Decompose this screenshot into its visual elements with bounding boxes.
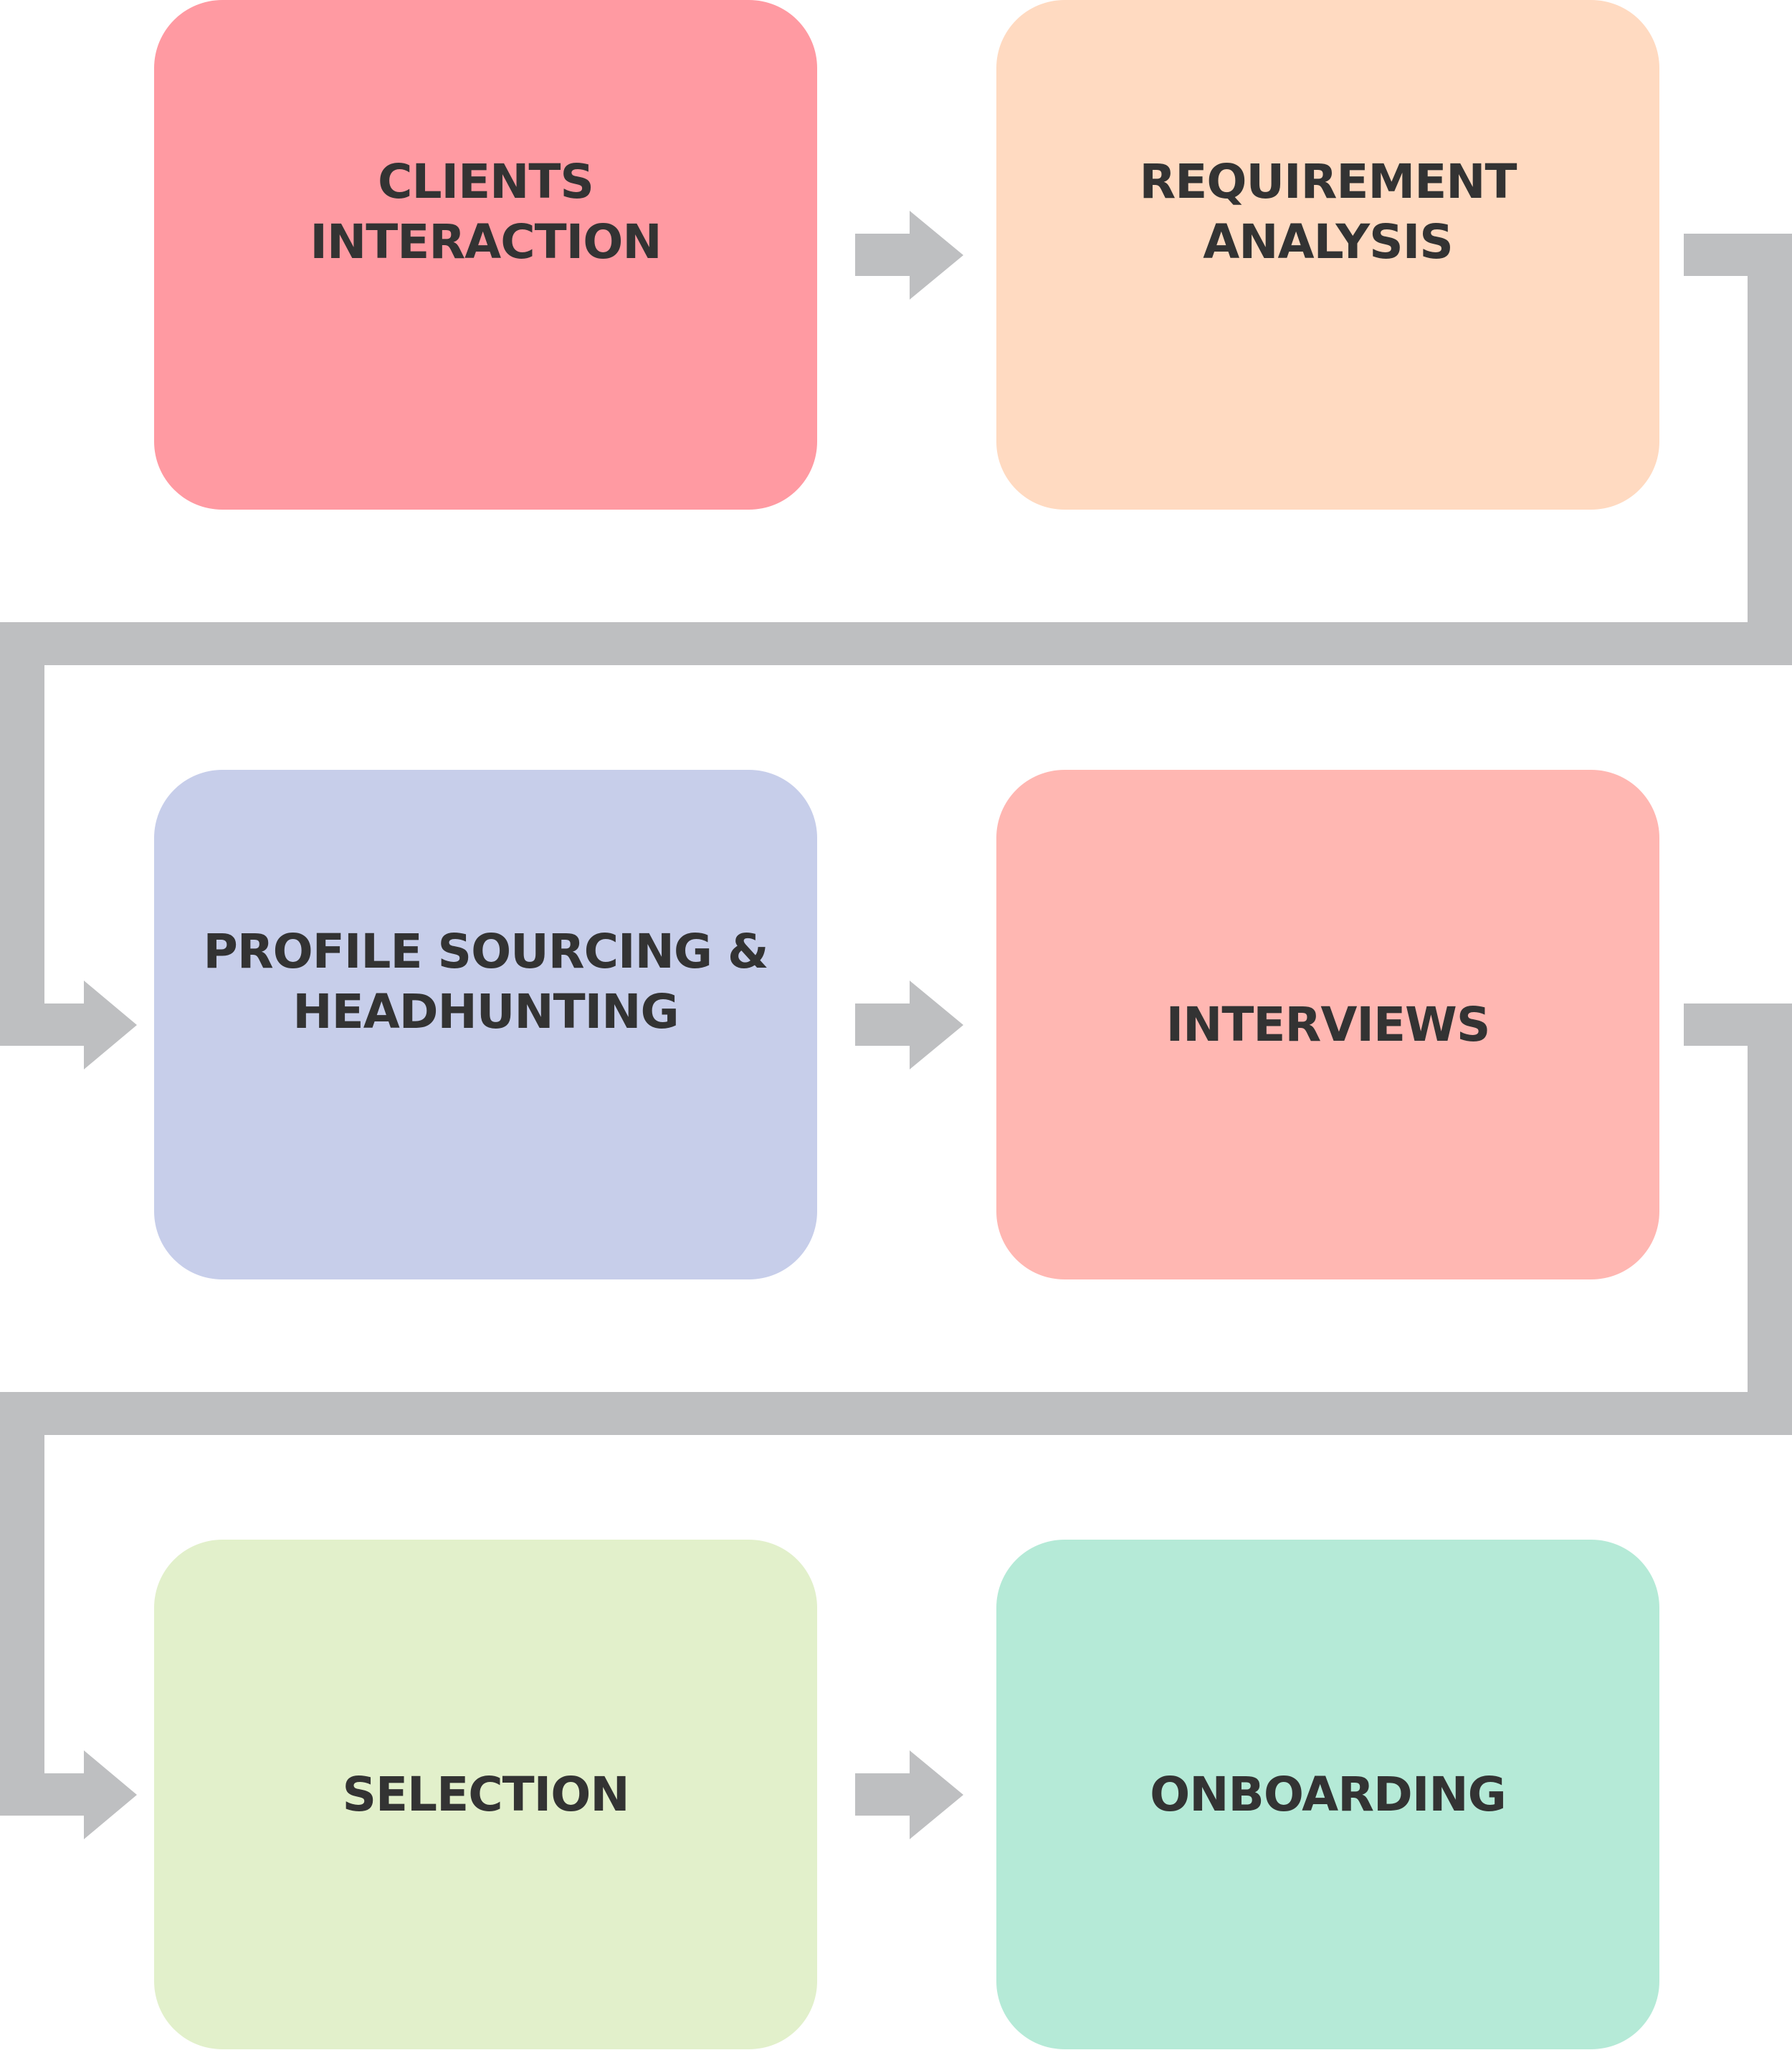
step-label: SELECTION: [342, 1766, 629, 1822]
arrow-step5-to-step6: [855, 1750, 963, 1839]
step-label: INTERVIEWS: [1166, 996, 1491, 1052]
step-onboarding: ONBOARDING: [996, 1540, 1659, 2049]
step-label: CLIENTS INTERACTION: [310, 153, 662, 270]
step-interviews: INTERVIEWS: [996, 770, 1659, 1279]
arrow-step3-to-step4: [855, 981, 963, 1069]
step-requirement-analysis: REQUIREMENT ANALYSIS: [996, 0, 1659, 510]
connector-step4-to-step5: [0, 1003, 1792, 1839]
step-selection: SELECTION: [154, 1540, 817, 2049]
step-label: REQUIREMENT ANALYSIS: [1139, 153, 1517, 270]
connector-step2-to-step3: [0, 234, 1792, 1069]
step-profile-sourcing: PROFILE SOURCING & HEADHUNTING: [154, 770, 817, 1279]
step-clients-interaction: CLIENTS INTERACTION: [154, 0, 817, 510]
step-label: PROFILE SOURCING & HEADHUNTING: [203, 923, 768, 1039]
step-label: ONBOARDING: [1150, 1766, 1507, 1822]
arrow-step1-to-step2: [855, 211, 963, 300]
